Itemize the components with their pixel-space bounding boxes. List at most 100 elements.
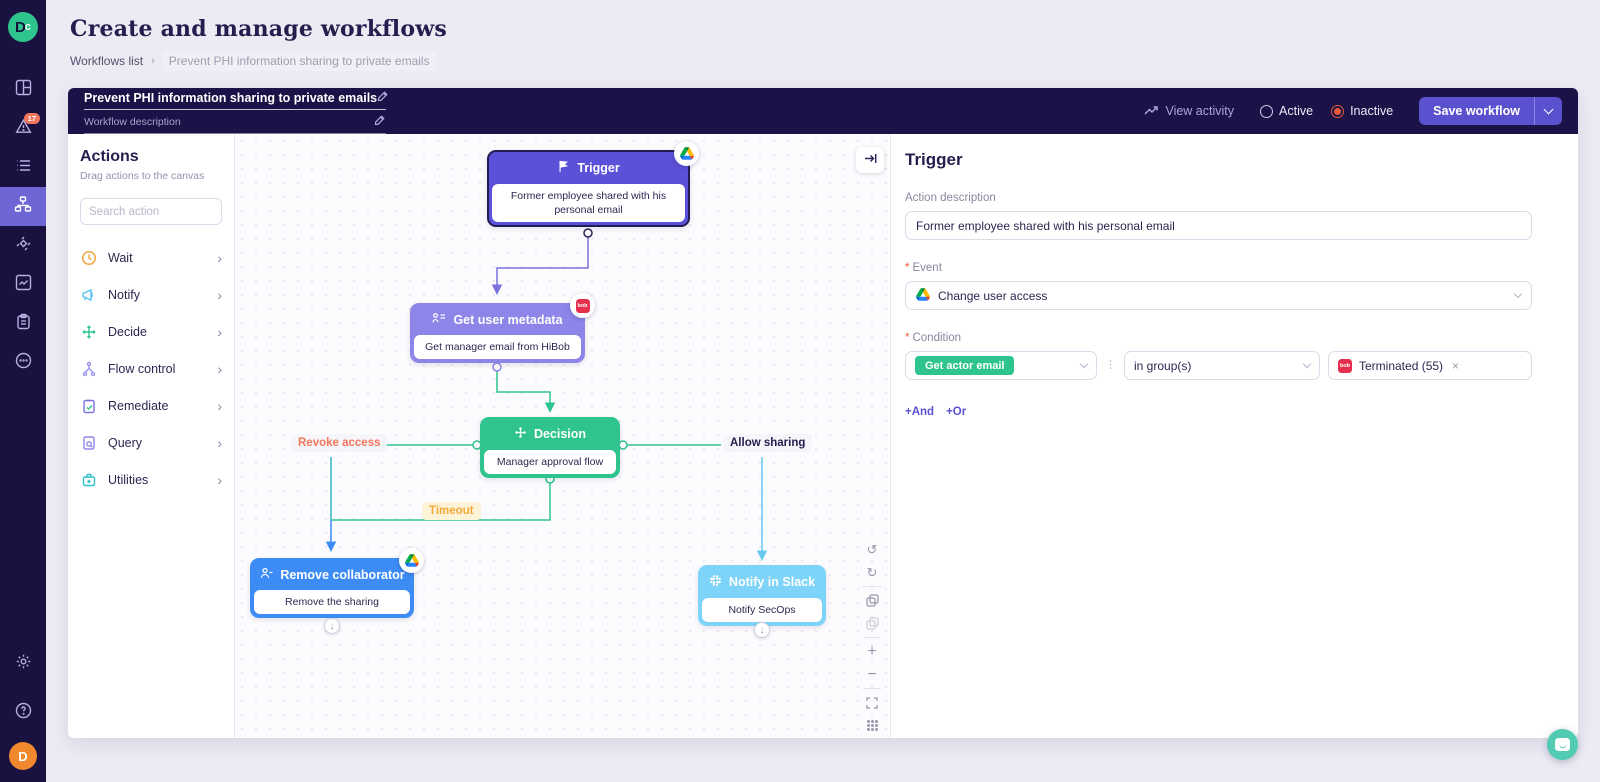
user-avatar[interactable]: D	[9, 742, 37, 770]
chevron-right-icon: ›	[217, 397, 222, 414]
zoom-in-button[interactable]: +	[867, 642, 877, 660]
clipboard-icon	[15, 313, 32, 335]
collapse-panel-button[interactable]	[856, 147, 884, 173]
sidebar-item-settings[interactable]	[0, 644, 46, 683]
action-category-wait[interactable]: Wait ›	[80, 239, 222, 276]
sidebar-item-events-list[interactable]	[0, 148, 46, 187]
actions-panel-subtitle: Drag actions to the canvas	[80, 170, 205, 182]
remove-chip-icon[interactable]: ×	[1452, 358, 1460, 373]
save-workflow-caret-button[interactable]	[1534, 97, 1562, 125]
edit-description-pencil-icon[interactable]	[374, 113, 386, 131]
event-select[interactable]: Change user access	[905, 281, 1532, 310]
slack-icon	[709, 574, 722, 590]
active-radio-label: Active	[1279, 104, 1314, 118]
node-remove-collaborator[interactable]: Remove collaborator Remove the sharing	[250, 548, 424, 619]
grid-toggle-button[interactable]	[860, 714, 884, 737]
action-category-decide[interactable]: Decide ›	[80, 313, 222, 350]
fit-view-button[interactable]	[860, 691, 884, 714]
node-decision[interactable]: Decision Manager approval flow	[480, 417, 620, 479]
document-search-icon	[80, 435, 98, 451]
action-description-input[interactable]	[905, 211, 1532, 240]
condition-value-select[interactable]: bob Terminated (55) ×	[1328, 351, 1532, 380]
action-category-flow-control[interactable]: Flow control ›	[80, 350, 222, 387]
radio-circle-active	[1260, 104, 1274, 118]
sidebar-item-integrations[interactable]	[0, 226, 46, 265]
redo-button[interactable]: ↻	[866, 564, 878, 580]
workflow-edges	[325, 228, 768, 561]
hibob-icon: bob	[570, 293, 595, 318]
condition-row: Get actor email ⋮ in group(s) bob Termin…	[905, 351, 1532, 380]
node-description: Remove the sharing	[254, 590, 410, 615]
dashboard-layout-icon	[15, 79, 32, 101]
workflow-canvas[interactable]: Trigger Former employee shared with his …	[235, 134, 890, 738]
sidebar-item-analytics[interactable]	[0, 265, 46, 304]
search-action-input[interactable]	[80, 198, 222, 225]
drag-dots-icon[interactable]: ⋮	[1105, 359, 1116, 371]
google-drive-icon	[674, 141, 699, 166]
clipboard-check-icon	[80, 398, 98, 414]
clock-icon	[80, 250, 98, 266]
action-category-notify[interactable]: Notify ›	[80, 276, 222, 313]
paste-button[interactable]	[860, 612, 884, 635]
edit-title-pencil-icon[interactable]	[377, 89, 389, 107]
chat-widget-button[interactable]	[1547, 729, 1578, 760]
list-icon	[15, 157, 32, 179]
edge-label-allow-sharing[interactable]: Allow sharing	[723, 434, 813, 452]
add-next-action-handle[interactable]: ↓	[754, 622, 770, 638]
plug-icon	[15, 235, 32, 257]
sidebar-item-help[interactable]	[0, 693, 46, 732]
node-notify-in-slack[interactable]: Notify in Slack Notify SecOps	[698, 565, 826, 627]
condition-field-select[interactable]: Get actor email	[905, 351, 1097, 380]
add-or-link[interactable]: +Or	[946, 406, 967, 418]
sidebar-item-more[interactable]	[0, 343, 46, 382]
breadcrumb: Workflows list › Prevent PHI information…	[70, 51, 1600, 71]
gear-icon	[15, 653, 32, 675]
node-trigger[interactable]: Trigger Former employee shared with his …	[487, 141, 699, 228]
sidebar-item-workflows[interactable]	[0, 187, 46, 226]
copy-button[interactable]	[860, 589, 884, 612]
chevron-right-icon: ›	[217, 249, 222, 266]
node-description: Former employee shared with his personal…	[492, 184, 685, 223]
page-header: Create and manage workflows Workflows li…	[46, 0, 1600, 88]
user-list-icon	[432, 312, 446, 327]
workflow-editor-card: Prevent PHI information sharing to priva…	[68, 88, 1578, 738]
alerts-count-badge: 17	[23, 113, 40, 124]
active-radio[interactable]: Active	[1260, 104, 1313, 118]
sidebar-item-reports[interactable]	[0, 304, 46, 343]
inactive-radio-label: Inactive	[1350, 104, 1394, 118]
action-category-remediate[interactable]: Remediate ›	[80, 387, 222, 424]
sidebar-item-dashboard[interactable]	[0, 70, 46, 109]
node-get-user-metadata[interactable]: Get user metadata Get manager email from…	[410, 293, 595, 364]
view-activity-button[interactable]: View activity	[1144, 104, 1234, 119]
inactive-radio[interactable]: Inactive	[1331, 104, 1393, 118]
branch-icon	[80, 361, 98, 377]
chevron-right-icon: ›	[217, 286, 222, 303]
zoom-out-button[interactable]: −	[867, 665, 877, 683]
radio-circle-inactive	[1331, 104, 1345, 118]
node-description: Get manager email from HiBob	[414, 335, 581, 360]
page-title: Create and manage workflows	[70, 16, 447, 42]
hibob-icon: bob	[1338, 358, 1352, 373]
actions-panel: Actions Drag actions to the canvas Wait …	[68, 134, 235, 738]
chevron-right-icon: ›	[217, 323, 222, 340]
condition-operator-select[interactable]: in group(s)	[1124, 351, 1320, 380]
workflow-title[interactable]: Prevent PHI information sharing to priva…	[84, 90, 378, 105]
megaphone-icon	[80, 287, 98, 303]
event-label: *Event	[905, 262, 942, 274]
chevron-down-icon	[1543, 104, 1554, 115]
sidebar-item-alerts[interactable]: 17	[0, 109, 46, 148]
save-workflow-button[interactable]: Save workflow	[1433, 104, 1520, 118]
edge-label-timeout[interactable]: Timeout	[422, 502, 481, 520]
action-category-query[interactable]: Query ›	[80, 424, 222, 461]
action-category-utilities[interactable]: Utilities ›	[80, 461, 222, 498]
add-next-action-handle[interactable]: ↓	[324, 618, 340, 634]
event-select-value: Change user access	[938, 288, 1048, 303]
workflow-description-placeholder[interactable]: Workflow description	[84, 115, 181, 128]
edge-label-revoke-access[interactable]: Revoke access	[291, 434, 388, 452]
undo-button[interactable]: ↺	[866, 541, 878, 557]
canvas-toolbar: ↺ ↻ + −	[860, 538, 884, 737]
add-and-link[interactable]: +And	[905, 406, 935, 418]
breadcrumb-workflows-list[interactable]: Workflows list	[70, 54, 144, 68]
